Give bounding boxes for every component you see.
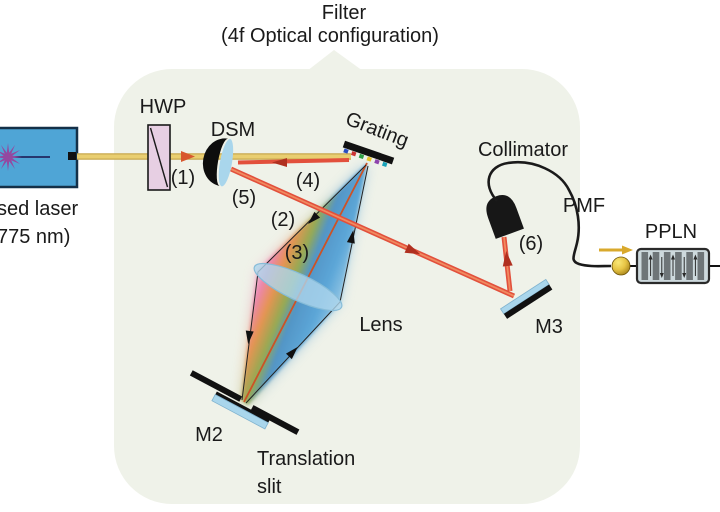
beam6-arrowhead — [502, 251, 513, 267]
beam-number-6: (6) — [518, 233, 544, 255]
beam1-arrowhead — [181, 151, 195, 162]
half-wave-plate — [147, 124, 171, 191]
beam-number-3: (3) — [284, 242, 310, 264]
pmf-fiber — [487, 160, 612, 268]
ray-up-arrowhead-1 — [346, 230, 355, 244]
lens — [253, 262, 343, 312]
ray-up-arrowhead-2 — [285, 346, 298, 360]
beam5-arrowhead — [404, 243, 421, 255]
d-shaped-mirror — [202, 138, 234, 187]
beam4-arrowhead — [272, 158, 287, 167]
figure-title-line2: (4f Optical configuration) — [221, 25, 439, 47]
collimator-label: Collimator — [477, 139, 569, 161]
beam-number-4: (4) — [295, 170, 321, 192]
laser-label-line2: 775 nm) — [0, 226, 71, 248]
ray-down-arrowhead-1 — [308, 211, 321, 224]
ray-down-arrowhead-2 — [245, 330, 254, 344]
hwp-fast-axis-line — [149, 127, 169, 188]
poling-arrows — [648, 254, 698, 278]
laser-starburst-icon — [0, 143, 22, 171]
beam-red-4 — [237, 158, 350, 167]
dsm-label: DSM — [210, 119, 256, 141]
m3-label: M3 — [535, 316, 563, 338]
pump-arrowhead — [622, 245, 633, 255]
m2-label: M2 — [195, 424, 223, 446]
translation-slit-bar-left — [189, 370, 243, 402]
fiber-collimator — [486, 195, 524, 239]
beam-number-1: (1) — [170, 167, 196, 189]
translation-slit-bar-right — [250, 405, 300, 435]
laser-box — [0, 126, 79, 189]
ppln-chip — [635, 247, 711, 285]
translation-slit-label-line2: slit — [257, 476, 282, 498]
laser-label-line1: sed laser — [0, 198, 79, 220]
pump-arrow — [599, 245, 633, 255]
mirror-m3 — [499, 278, 553, 319]
hwp-label: HWP — [139, 96, 187, 118]
ball-lens — [611, 256, 631, 276]
pmf-label: PMF — [562, 195, 606, 217]
beam-number-2: (2) — [270, 209, 296, 231]
diffraction-grating — [342, 140, 395, 168]
lens-label: Lens — [359, 314, 403, 336]
beam-red-6 — [501, 236, 513, 292]
beam-number-5: (5) — [231, 187, 257, 209]
ppln-label: PPLN — [644, 221, 698, 243]
laser-output-port — [68, 152, 76, 160]
beam-red-5 — [229, 166, 516, 299]
figure-title-line1: Filter — [321, 2, 367, 24]
mirror-m2 — [211, 391, 270, 430]
translation-slit-label-line1: Translation — [257, 448, 356, 470]
